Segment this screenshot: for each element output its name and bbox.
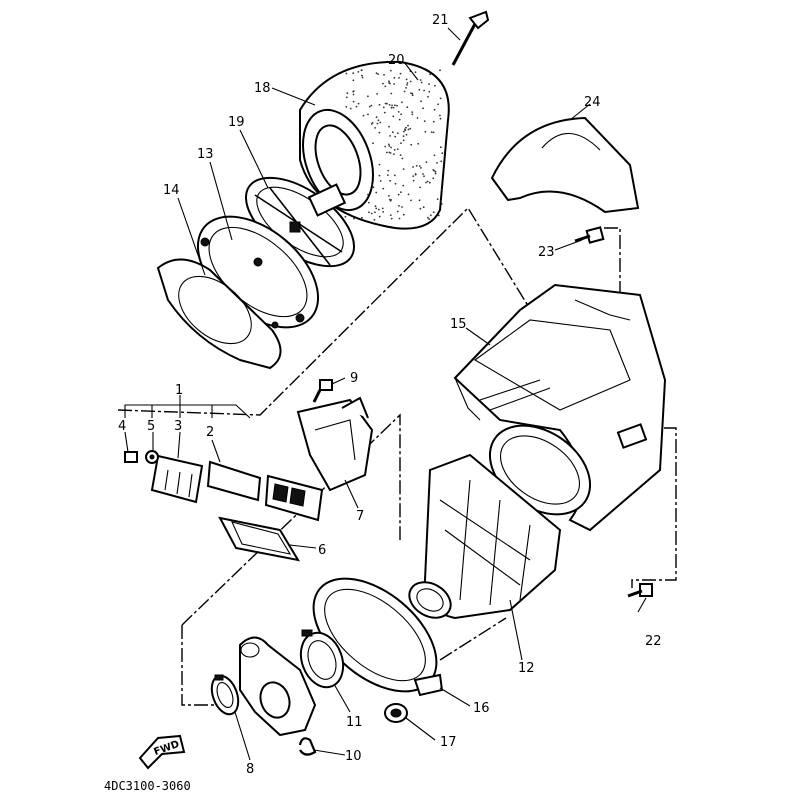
callout-20: 20 (388, 53, 405, 68)
reed-petals-part (206, 460, 324, 522)
filter-cage-part (244, 176, 356, 268)
hose-clamp-part (299, 629, 345, 689)
clamp-part (210, 674, 240, 716)
intake-boot-part (408, 453, 562, 620)
callout-8: 8 (246, 762, 254, 777)
gasket-plate-part (156, 258, 282, 370)
reed-plate-part (150, 454, 204, 504)
callout-5: 5 (147, 419, 155, 434)
airbox-cover-part (490, 116, 640, 214)
reed-bolt-part (312, 379, 333, 403)
callout-9: 9 (350, 371, 358, 386)
callout-10: 10 (345, 749, 362, 764)
callout-7: 7 (356, 509, 364, 524)
callout-labels: 1 2 3 4 5 6 7 8 9 10 11 12 13 14 15 16 1… (118, 13, 662, 777)
foam-texture (344, 69, 444, 221)
screw-washer-part (124, 450, 159, 464)
callout-15: 15 (450, 317, 467, 332)
nut-part (384, 703, 408, 723)
callout-19: 19 (228, 115, 245, 130)
callout-11: 11 (346, 715, 363, 730)
reed-block-part (296, 396, 374, 492)
callout-16: 16 (473, 701, 490, 716)
callout-17: 17 (440, 735, 457, 750)
reed-gasket-part (218, 516, 301, 562)
callout-1: 1 (175, 383, 183, 398)
callout-14: 14 (163, 183, 180, 198)
clip-part (298, 737, 317, 756)
leader-lines (124, 27, 647, 761)
callout-3: 3 (174, 419, 182, 434)
callout-13: 13 (197, 147, 214, 162)
callout-4: 4 (118, 419, 126, 434)
callout-18: 18 (254, 81, 271, 96)
carburetor-part (239, 636, 317, 737)
fwd-arrow-icon: FWD (138, 734, 186, 770)
large-gasket-part (312, 577, 444, 697)
callout-6: 6 (318, 543, 326, 558)
airbox-bolt-part (627, 583, 653, 598)
diagram-reference-code: 4DC3100-3060 (104, 779, 191, 793)
callout-22: 22 (645, 634, 662, 649)
callout-23: 23 (538, 245, 555, 260)
callout-2: 2 (206, 425, 214, 440)
callout-24: 24 (584, 95, 601, 110)
callout-12: 12 (518, 661, 535, 676)
wing-bolt-part (451, 10, 490, 66)
cover-bolt-part (574, 226, 605, 244)
callout-21: 21 (432, 13, 449, 28)
